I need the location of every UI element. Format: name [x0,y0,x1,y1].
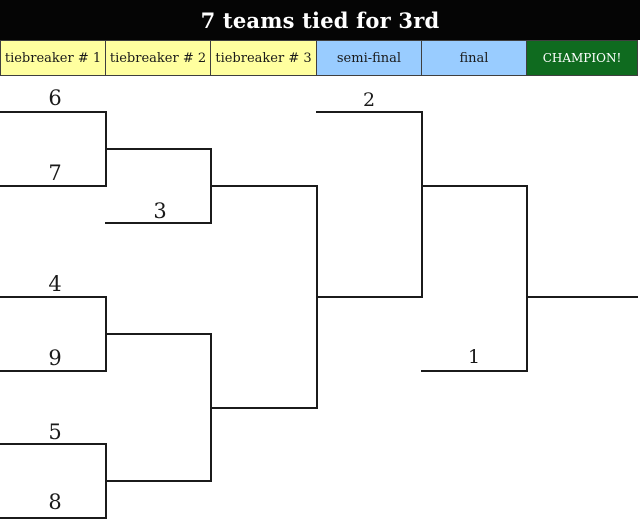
seed-5-label: 5 [48,420,62,444]
seed-7-line [0,185,106,187]
seed-2-line [316,111,422,113]
seed-6-line [0,111,106,113]
round-header-tiebreaker-2: tiebreaker # 2 [105,40,211,76]
champion-line [526,296,638,298]
seed-4-label: 4 [48,272,62,296]
bracket-title: 7 teams tied for 3rd [0,0,640,40]
seed-1-label: 1 [467,346,481,368]
match-tb2-bottom-bottom-connector [210,407,212,482]
winner-5-8-line [105,480,211,482]
tiebreaker-winner-line [316,296,422,298]
round-header-semi-final: semi-final [316,40,422,76]
semi-final-winner-line [421,185,527,187]
seed-9-line [0,370,106,372]
winner-6-7-line [105,148,211,150]
semi-final-connector [421,111,423,298]
seed-4-line [0,296,106,298]
seed-3-line [105,222,211,224]
winner-4-9-line [105,333,211,335]
seed-7-label: 7 [48,161,62,185]
seed-1-line [421,370,527,372]
round-header-tiebreaker-3: tiebreaker # 3 [210,40,317,76]
tb3-bottom-line [210,407,317,409]
match-tb2-bottom-top-connector [210,333,212,409]
seed-2-label: 2 [362,89,376,111]
tb3-top-line [210,185,317,187]
seed-5-line [0,443,106,445]
final-connector [526,185,528,372]
round-header-final: final [421,40,527,76]
seed-8-line [0,517,106,519]
seed-9-label: 9 [48,346,62,370]
seed-8-label: 8 [48,490,62,514]
round-header-tiebreaker-1: tiebreaker # 1 [0,40,106,76]
round-header-champion: CHAMPION! [526,40,638,76]
seed-6-label: 6 [48,86,62,110]
seed-3-label: 3 [153,199,167,223]
